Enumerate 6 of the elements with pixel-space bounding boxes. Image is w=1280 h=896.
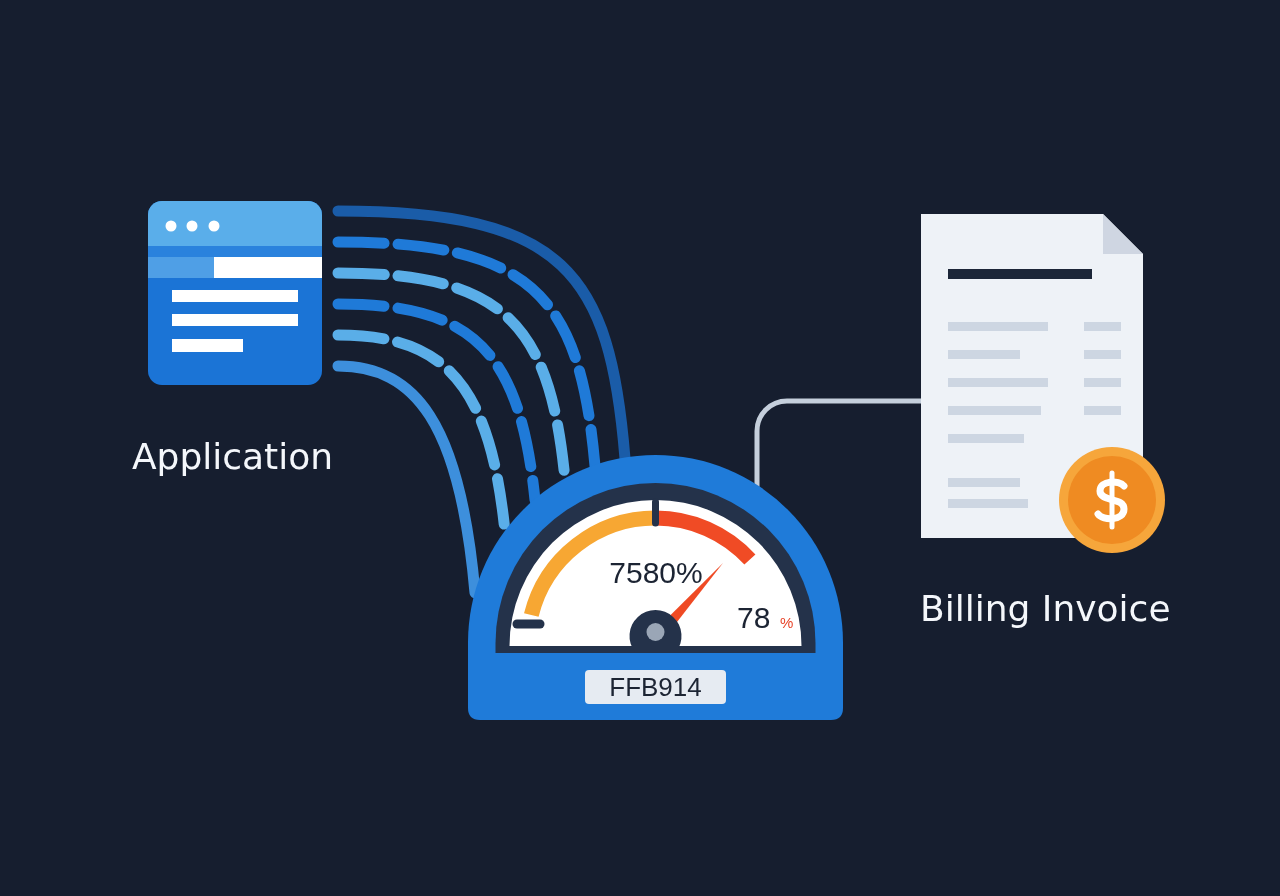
- percent-sign: %: [780, 615, 794, 630]
- node-label: Application: [130, 436, 335, 478]
- id-tag: FFB914: [585, 670, 726, 704]
- gauge-reading: 7580%: [609, 558, 703, 588]
- node-label: Billing Invoice: [920, 588, 1171, 630]
- gauge-value: 78: [737, 603, 771, 633]
